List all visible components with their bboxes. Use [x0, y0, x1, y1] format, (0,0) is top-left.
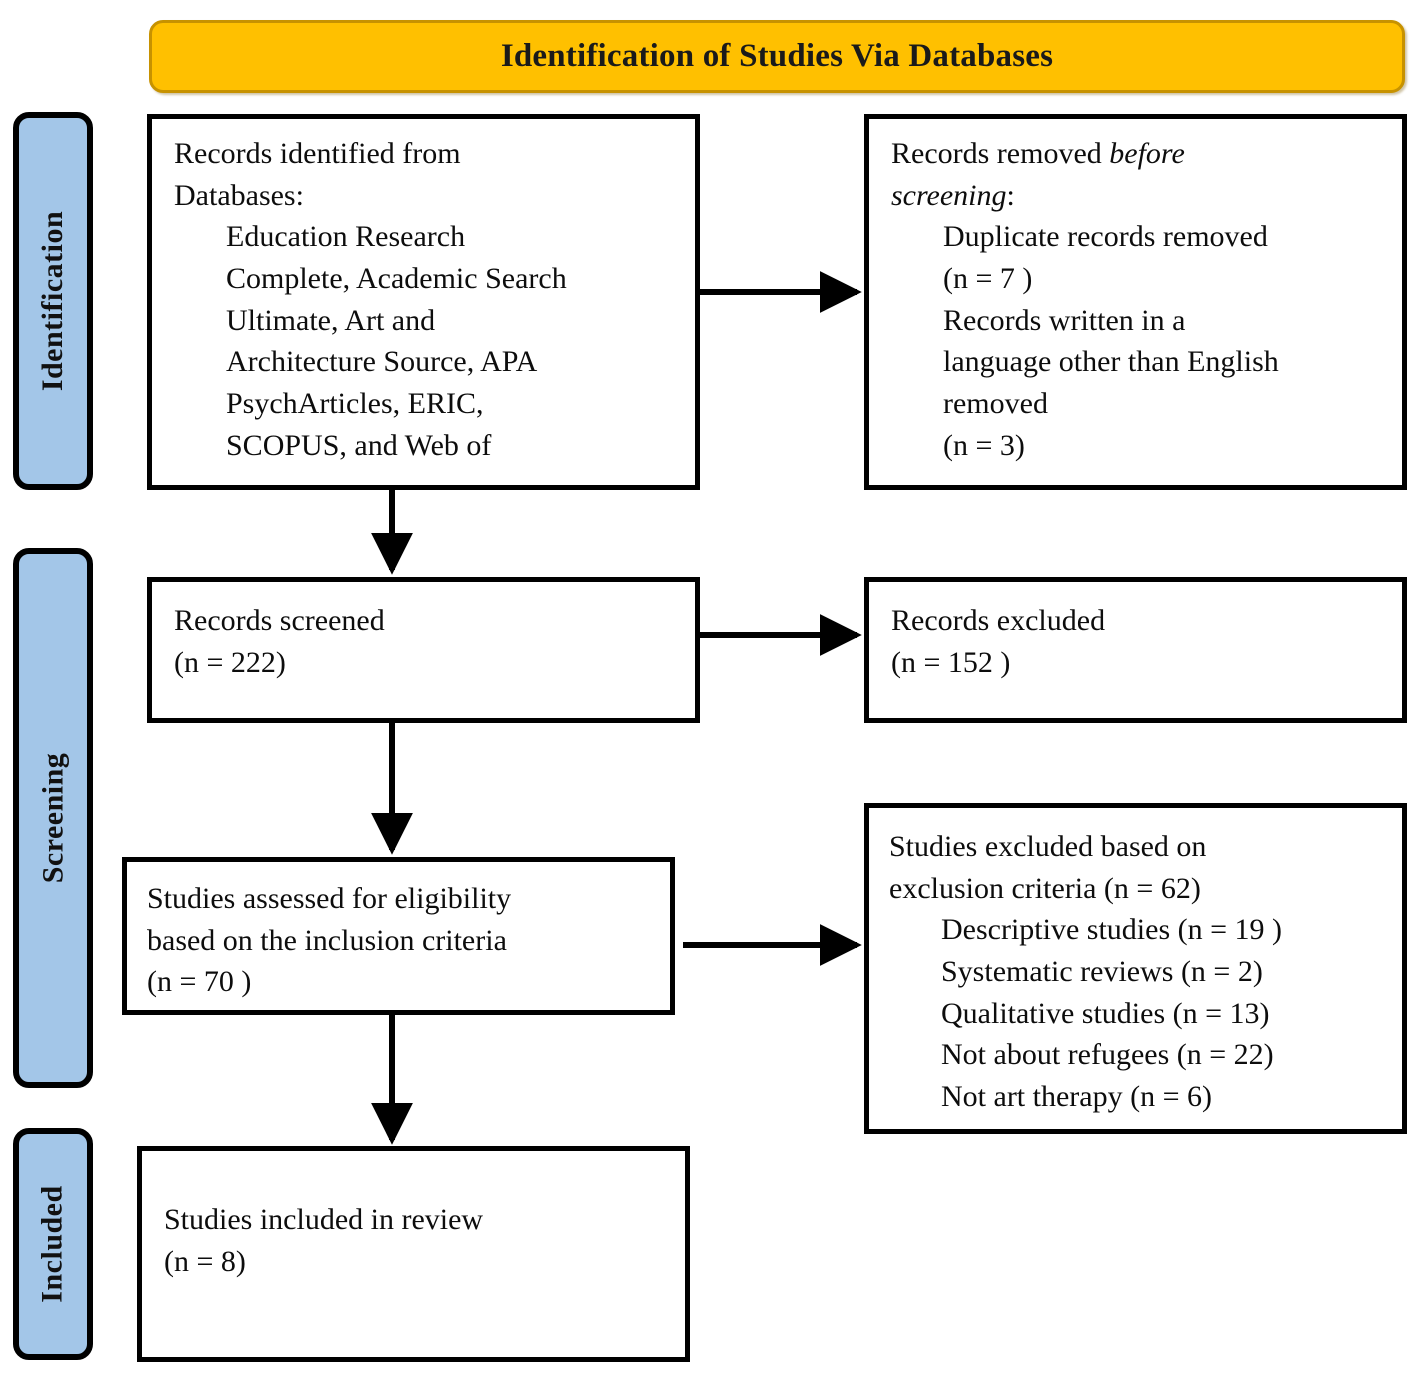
diagram-title-banner: Identification of Studies Via Databases [149, 20, 1405, 93]
records-identified-line-5: Ultimate, Art and [226, 303, 436, 337]
stage-label-included: Included [36, 1185, 70, 1303]
records-identified-line-8: SCOPUS, and Web of [226, 428, 492, 462]
stage-label-screening: Screening [36, 752, 70, 884]
exclusion-criteria-line-1: Studies excluded based on [889, 830, 1207, 863]
stage-pill-included: Included [13, 1128, 93, 1360]
records-removed-line-1-text: Records removed [891, 137, 1110, 170]
records-excluded-line-1: Records excluded [891, 604, 1106, 637]
records-identified-line-2: Databases: [174, 178, 304, 212]
box-studies-included: Studies included in review (n = 8) [137, 1146, 690, 1362]
exclusion-criteria-line-2: exclusion criteria (n = 62) [889, 871, 1201, 905]
records-excluded-line-2: (n = 152 ) [891, 645, 1011, 679]
stage-pill-identification: Identification [13, 112, 93, 490]
box-records-identified: Records identified from Databases: Educa… [147, 114, 700, 490]
box-records-excluded: Records excluded (n = 152 ) [864, 577, 1407, 723]
records-removed-emphasis-before: before [1109, 137, 1185, 170]
eligibility-line-2: based on the inclusion criteria [147, 923, 507, 957]
records-removed-line-1: Records removed before [891, 133, 1386, 175]
records-removed-line-2: screening: [891, 175, 1386, 217]
stage-label-identification: Identification [36, 210, 69, 392]
eligibility-line-1: Studies assessed for eligibility [147, 882, 512, 915]
records-removed-line-8: (n = 3) [943, 428, 1025, 462]
box-studies-assessed-eligibility: Studies assessed for eligibility based o… [122, 857, 675, 1015]
records-removed-line-5: Records written in a [943, 303, 1186, 337]
exclusion-criteria-line-6: Not about refugees (n = 22) [941, 1038, 1274, 1072]
exclusion-criteria-line-7: Not art therapy (n = 6) [941, 1080, 1212, 1114]
records-identified-line-6: Architecture Source, APA [226, 345, 538, 379]
records-identified-line-1: Records identified from [174, 137, 461, 170]
eligibility-line-3: (n = 70 ) [147, 965, 252, 999]
exclusion-criteria-line-4: Systematic reviews (n = 2) [941, 955, 1263, 989]
records-identified-line-7: PsychArticles, ERIC, [226, 387, 484, 421]
box-studies-excluded-criteria: Studies excluded based on exclusion crit… [864, 803, 1407, 1134]
records-removed-colon: : [1006, 178, 1015, 212]
included-line-1: Studies included in review [164, 1203, 484, 1236]
exclusion-criteria-line-5: Qualitative studies (n = 13) [941, 996, 1270, 1030]
exclusion-criteria-line-3: Descriptive studies (n = 19 ) [941, 913, 1283, 947]
diagram-title: Identification of Studies Via Databases [500, 38, 1054, 74]
stage-pill-screening: Screening [13, 548, 93, 1088]
records-identified-line-3: Education Research [226, 220, 466, 254]
records-removed-line-6: language other than English [943, 345, 1279, 379]
records-removed-line-7: removed [943, 387, 1048, 421]
included-line-2: (n = 8) [164, 1244, 246, 1278]
records-screened-line-2: (n = 222) [174, 645, 286, 679]
box-records-screened: Records screened (n = 222) [147, 577, 700, 723]
records-removed-emphasis-screening: screening [891, 178, 1007, 212]
box-records-removed: Records removed before screening: Duplic… [864, 114, 1407, 490]
records-removed-line-4: (n = 7 ) [943, 262, 1033, 296]
records-removed-line-3: Duplicate records removed [943, 220, 1268, 254]
records-identified-line-4: Complete, Academic Search [226, 262, 567, 296]
records-screened-line-1: Records screened [174, 604, 385, 637]
